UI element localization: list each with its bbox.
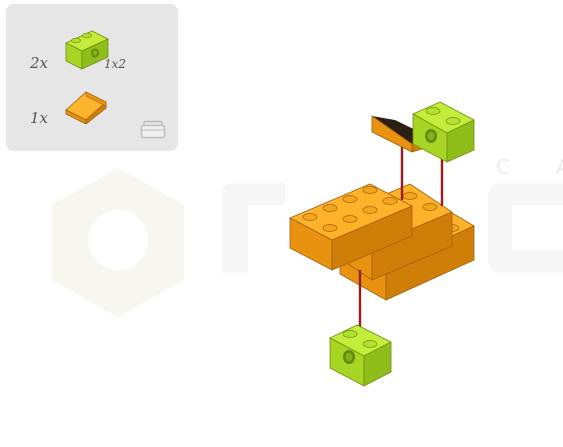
watermark-hole bbox=[88, 210, 148, 270]
watermark-letter-shape bbox=[222, 183, 285, 273]
orange-brick-assembly bbox=[289, 183, 475, 301]
orange-brick-top bbox=[289, 183, 413, 271]
lime-technic-brick-1x2-icon bbox=[65, 30, 109, 70]
orange-slope-icon bbox=[65, 91, 107, 124]
watermark-letter-shape-2 bbox=[488, 183, 563, 273]
part-size-label: 1x2 bbox=[104, 57, 127, 71]
lime-technic-brick-upper bbox=[412, 101, 475, 163]
part-quantity: 1x bbox=[30, 109, 49, 127]
bag-icon bbox=[140, 120, 166, 139]
parts-list-panel: 2x 1x2 1x bbox=[6, 4, 178, 151]
part-quantity: 2x bbox=[30, 54, 49, 72]
watermark-text: CA bbox=[496, 155, 563, 179]
lime-technic-brick-lower bbox=[329, 324, 392, 387]
